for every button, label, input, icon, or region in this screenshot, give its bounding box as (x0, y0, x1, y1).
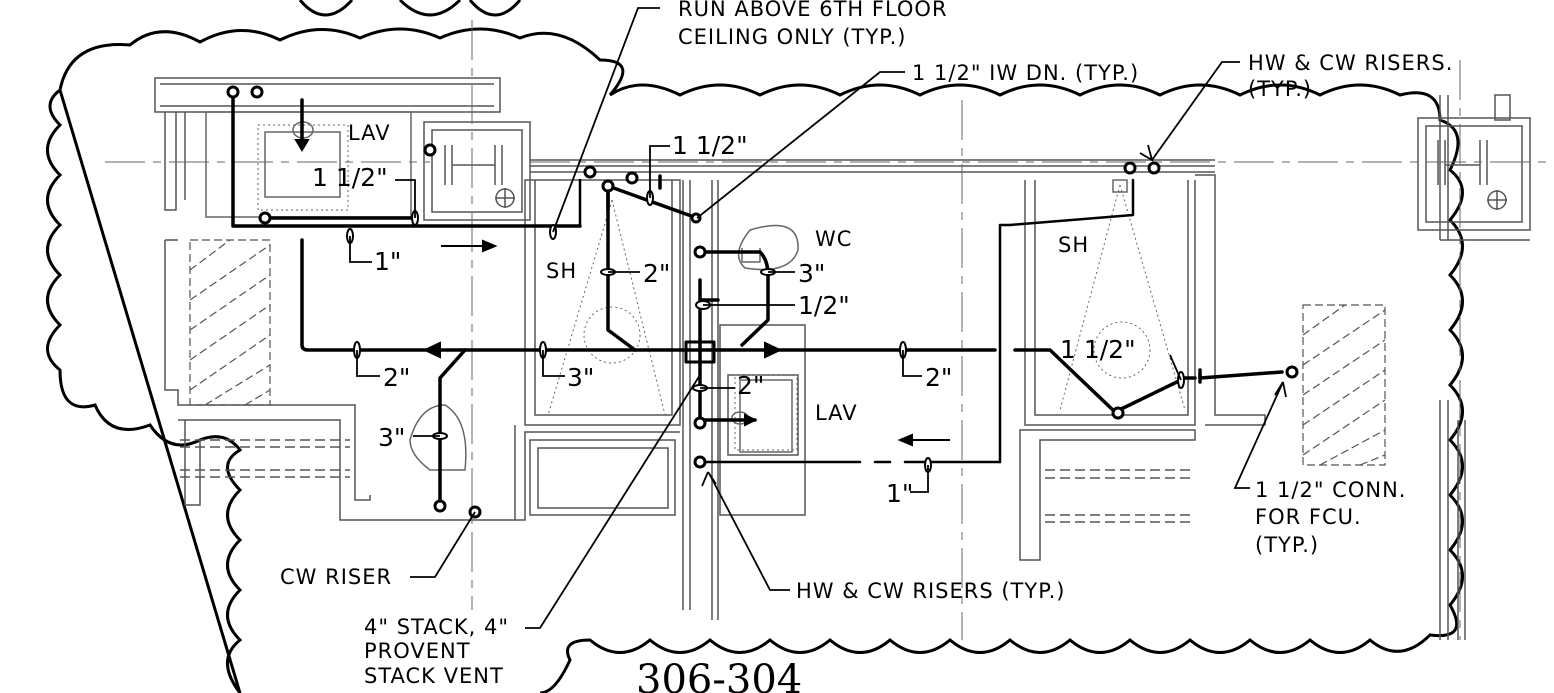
label-hw-cw-risers-top-line1: HW & CW RISERS. (1248, 51, 1453, 75)
hatched-zones (189, 239, 1386, 466)
label-lav-left: LAV (348, 121, 391, 145)
size-lav-branch: 1 1/2" (312, 163, 388, 192)
riser-symbols (226, 85, 1299, 519)
size-three-inch-mid: 3" (567, 363, 594, 392)
size-two-inch-left: 2" (383, 363, 410, 392)
label-sh-left: SH (546, 259, 577, 283)
label-run-above-line2: CEILING ONLY (TYP.) (678, 25, 906, 49)
label-cw-riser: CW RISER (280, 565, 392, 589)
size-two-inch-right: 2" (925, 363, 952, 392)
label-iw-down: 1 1/2" IW DN. (TYP.) (912, 61, 1139, 85)
size-three-inch-wc: 3" (798, 259, 825, 288)
flow-arrows (294, 139, 950, 447)
label-fcu-line3: (TYP.) (1255, 533, 1319, 557)
label-stack-line1: 4" STACK, 4" (364, 615, 509, 639)
label-fcu-line1: 1 1/2" CONN. (1255, 478, 1406, 502)
label-stack-line3: STACK VENT (364, 664, 504, 688)
size-one-inch-left: 1" (374, 247, 401, 276)
center-lines (105, 20, 1554, 640)
piping (231, 90, 1284, 507)
label-run-above-line1: RUN ABOVE 6TH FLOOR (678, 0, 948, 21)
size-top-branch: 1 1/2" (672, 131, 748, 160)
size-two-inch-stack: 2" (737, 371, 764, 400)
water-closet (737, 224, 799, 271)
label-stack-line2: PROVENT (364, 639, 471, 663)
size-three-inch-wc-left: 3" (378, 423, 405, 452)
label-hw-cw-risers-bottom: HW & CW RISERS (TYP.) (796, 579, 1065, 603)
shower-spray-zones (257, 124, 1186, 451)
size-half-inch: 1/2" (798, 291, 850, 320)
architectural-walls (154, 77, 1530, 640)
label-hw-cw-risers-top-line2: (TYP.) (1248, 77, 1312, 101)
size-one-inch-bottom: 1" (886, 479, 913, 508)
label-sh-right: SH (1058, 233, 1089, 257)
size-two-inch-sh: 2" (643, 259, 670, 288)
size-right-branch: 1 1/2" (1060, 335, 1136, 364)
label-lav-mid: LAV (815, 401, 858, 425)
drawing-labels: RUN ABOVE 6TH FLOOR CEILING ONLY (TYP.) … (280, 0, 1453, 693)
label-fcu-line2: FOR FCU. (1255, 505, 1362, 529)
leader-lines (349, 7, 1287, 629)
revision-cloud (46, 0, 1464, 693)
label-wc: WC (815, 227, 852, 251)
room-number: 306-304 (636, 657, 802, 693)
